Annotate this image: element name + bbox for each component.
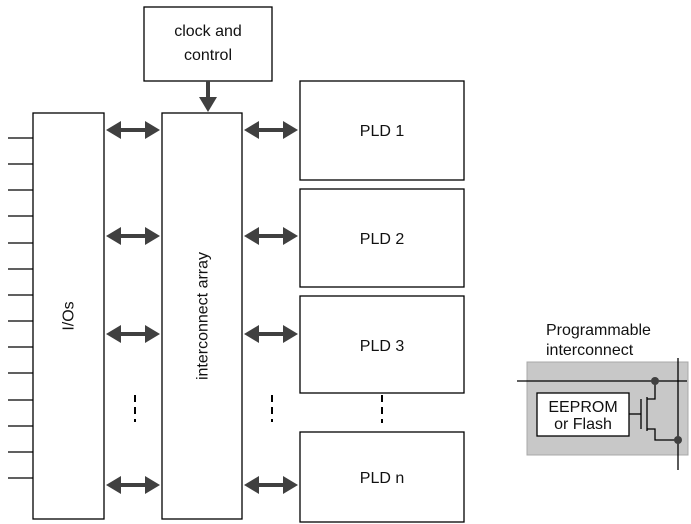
interconnect-array-label: interconnect array (195, 252, 212, 380)
clock-control-block (143, 6, 273, 82)
pld-2-label: PLD 2 (360, 231, 405, 248)
pld-3-label: PLD 3 (360, 338, 405, 355)
interconnect-array-block (161, 112, 243, 520)
junction-dot-bottom (674, 436, 682, 444)
io-interconnect-arrow-1 (106, 121, 160, 139)
pld-n-label: PLD n (360, 470, 404, 487)
inset-title-line2: interconnect (546, 342, 634, 359)
io-interconnect-arrow-n (106, 476, 160, 494)
transistor-drain (647, 381, 656, 400)
interconnect-pld-2-arrow (244, 227, 298, 245)
clock-control-label-line2: control (184, 47, 232, 64)
pld-1-block (299, 80, 465, 181)
interconnect-pld-n-arrow (244, 476, 298, 494)
clock-control-label-line1: clock and (174, 23, 242, 40)
pld-1-label: PLD 1 (360, 123, 405, 140)
io-label: I/Os (61, 301, 78, 330)
clock-arrow-head (199, 97, 217, 112)
pld-3-block (299, 295, 465, 394)
transistor-source (647, 428, 678, 441)
eeprom-label-line2: or Flash (554, 416, 612, 433)
io-interconnect-arrow-3 (106, 325, 160, 343)
io-interconnect-arrow-2 (106, 227, 160, 245)
eeprom-flash-cell (536, 392, 630, 437)
junction-dot-top (651, 377, 659, 385)
io-block (32, 112, 105, 520)
io-pins (8, 137, 33, 479)
inset-title-line1: Programmable (546, 322, 651, 339)
eeprom-label-line1: EEPROM (548, 399, 617, 416)
programmable-interconnect-inset: Programmable interconnect EEPROM or Flas… (517, 322, 689, 470)
pld-n-block (299, 431, 465, 523)
interconnect-pld-1-arrow (244, 121, 298, 139)
pld-2-block (299, 188, 465, 288)
interconnect-pld-3-arrow (244, 325, 298, 343)
